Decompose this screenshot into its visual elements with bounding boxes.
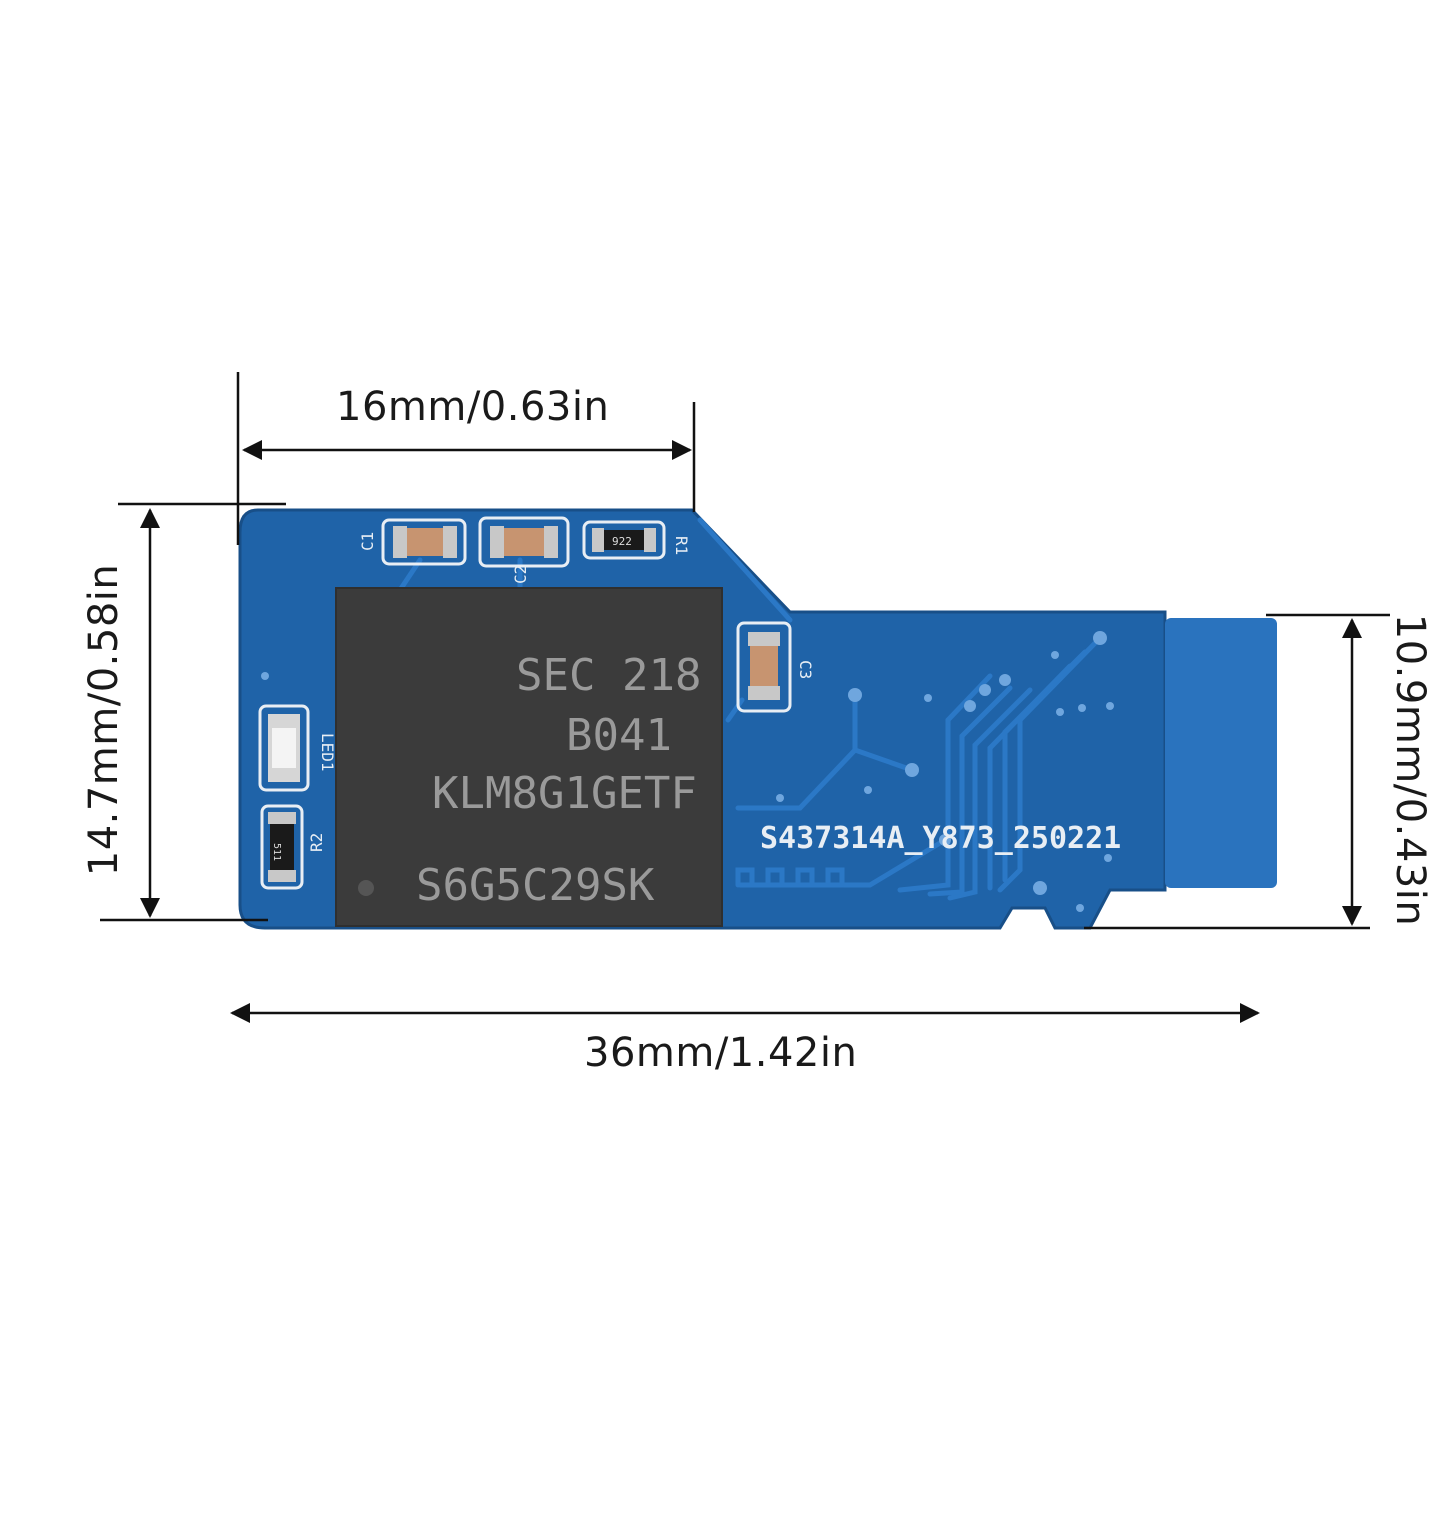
capacitor-c1: C1	[358, 518, 467, 566]
chip-line3: KLM8G1GETF	[432, 768, 697, 819]
label-r2: R2	[307, 833, 326, 852]
capacitor-c3: C3	[736, 621, 815, 713]
label-c1: C1	[358, 532, 377, 551]
chip-line2: B041	[566, 710, 672, 761]
dimension-lines	[100, 372, 1390, 1023]
led1: LED1	[258, 704, 337, 792]
label-c3: C3	[796, 660, 815, 679]
left-height-label: 14.7mm/0.58in	[81, 563, 127, 877]
chip-line1: SEC 218	[516, 650, 701, 701]
emmc-chip: SEC 218 B041 KLM8G1GETF S6G5C29SK	[335, 587, 723, 927]
resistor-r2: 511 R2	[260, 804, 326, 890]
right-height-label: 10.9mm/0.43in	[1387, 613, 1433, 927]
resistor-r1: 922 R1	[582, 520, 691, 560]
top-width-label: 16mm/0.63in	[336, 384, 610, 430]
edge-contact	[1165, 618, 1277, 888]
capacitor-c2: C2	[478, 516, 570, 584]
total-width-label: 36mm/1.42in	[584, 1030, 858, 1076]
resistor-r2-code: 511	[271, 843, 282, 861]
label-r1: R1	[672, 536, 691, 555]
board-serial: S437314A_Y873_250221	[760, 821, 1121, 856]
chip-line4: S6G5C29SK	[416, 860, 655, 911]
resistor-r1-code: 922	[612, 535, 632, 548]
label-c2: C2	[511, 565, 530, 584]
vias	[261, 631, 1114, 912]
label-led1: LED1	[318, 733, 337, 772]
